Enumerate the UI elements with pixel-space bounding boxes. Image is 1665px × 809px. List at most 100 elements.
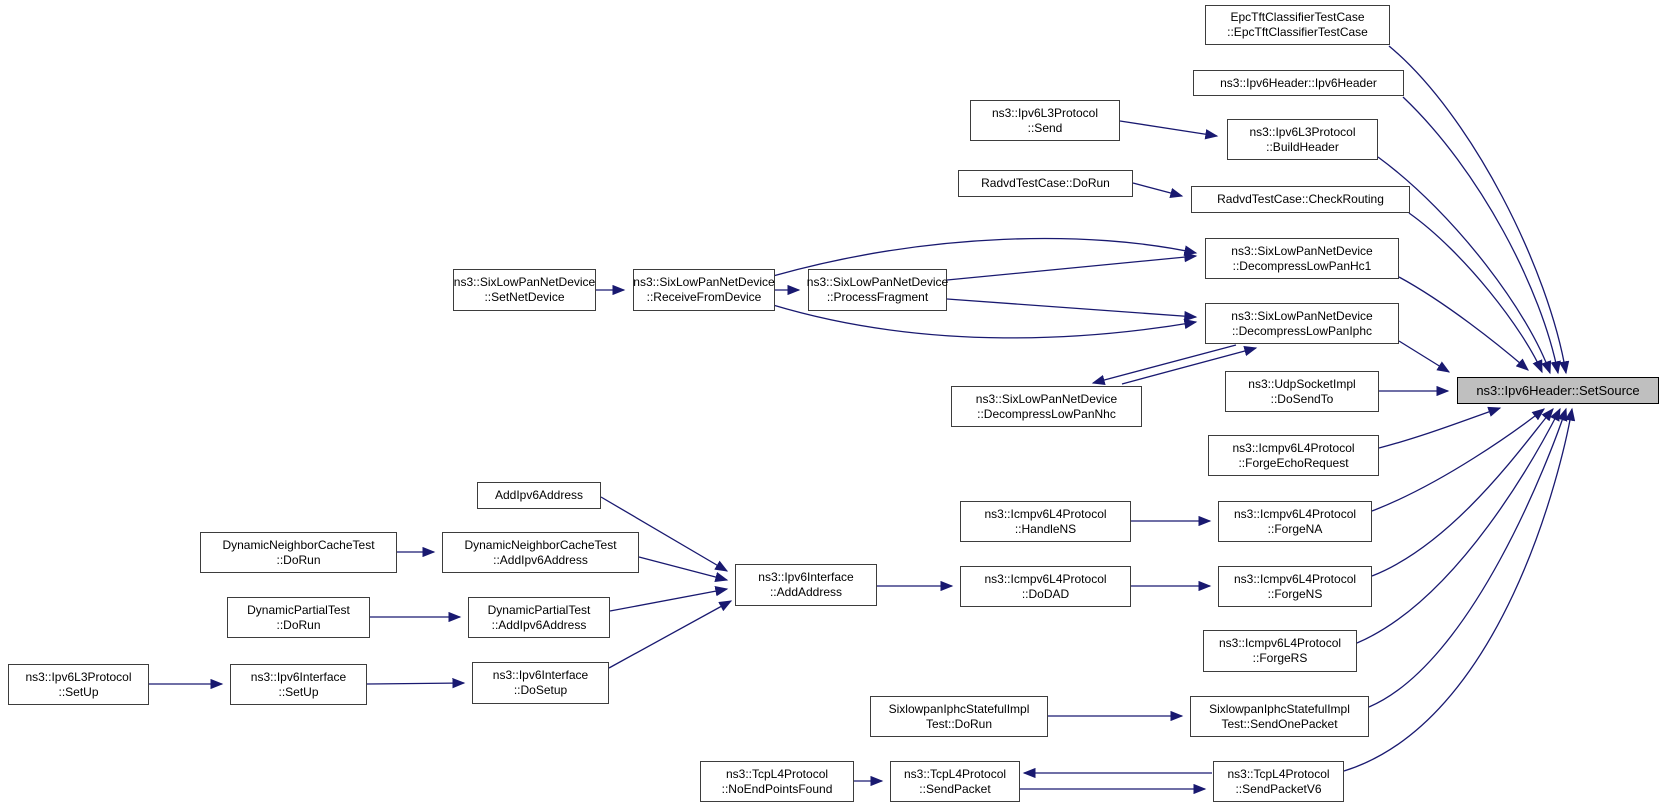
- node-radvd-checkrouting[interactable]: RadvdTestCase::CheckRouting: [1191, 186, 1410, 213]
- node-label-line: ns3::Icmpv6L4Protocol: [984, 506, 1107, 521]
- node-addipv6address[interactable]: AddIpv6Address: [477, 482, 601, 509]
- node-label-line: ::SetUp: [278, 684, 319, 699]
- node-label-line: ::BuildHeader: [1266, 139, 1339, 154]
- node-icmpv6-forgeechorequest[interactable]: ns3::Icmpv6L4Protocol::ForgeEchoRequest: [1208, 435, 1379, 476]
- node-label-line: DynamicNeighborCacheTest: [464, 537, 617, 552]
- node-label-line: ::NoEndPointsFound: [721, 781, 833, 796]
- edge-buildheader-setsource: [1377, 156, 1552, 375]
- node-label-line: ns3::Ipv6L3Protocol: [1249, 124, 1356, 139]
- node-label-line: ::EpcTftClassifierTestCase: [1227, 25, 1368, 39]
- node-label-line: ns3::Ipv6Header::SetSource: [1476, 383, 1640, 398]
- node-label-line: SixlowpanIphcStatefulImpl: [1209, 701, 1350, 716]
- node-label-line: AddIpv6Address: [494, 488, 584, 502]
- node-radvd-dorun[interactable]: RadvdTestCase::DoRun: [958, 170, 1133, 197]
- edge-addipv6address-addaddress: [600, 496, 729, 572]
- edge-forgers-setsource: [1356, 407, 1561, 644]
- node-label-line: ns3::Ipv6Header::Ipv6Header: [1220, 75, 1377, 90]
- node-label-line: RadvdTestCase::CheckRouting: [1217, 192, 1384, 206]
- edge-processfragment-hc1: [946, 251, 1198, 281]
- edge-iphc-nhc: [1091, 344, 1237, 386]
- node-label-line: ns3::Icmpv6L4Protocol: [1233, 571, 1357, 586]
- node-ipv6header-ctor[interactable]: ns3::Ipv6Header::Ipv6Header: [1193, 70, 1404, 96]
- node-label-line: ns3::TcpL4Protocol: [903, 766, 1007, 781]
- node-label-line: ns3::Icmpv6L4Protocol: [1233, 506, 1357, 521]
- node-sixlowpan-decompresslowpannhc[interactable]: ns3::SixLowPanNetDevice::DecompressLowPa…: [951, 386, 1142, 427]
- node-label-line: ns3::Icmpv6L4Protocol: [1232, 440, 1355, 455]
- node-label-line: ns3::TcpL4Protocol: [1227, 766, 1330, 781]
- node-icmpv6-forgens[interactable]: ns3::Icmpv6L4Protocol::ForgeNS: [1218, 566, 1372, 607]
- edge-sendonepacket-setsource: [1368, 407, 1568, 708]
- edge-radvddorun-checkrouting: [1132, 182, 1184, 199]
- node-tcp-sendpacket[interactable]: ns3::TcpL4Protocol::SendPacket: [890, 761, 1020, 802]
- edge-ifsetup-dosetup: [366, 677, 466, 689]
- node-sixlowpan-processfragment[interactable]: ns3::SixLowPanNetDevice::ProcessFragment: [806, 269, 949, 311]
- node-sixlowpan-decompresslowpanhc1[interactable]: ns3::SixLowPanNetDevice::DecompressLowPa…: [1205, 238, 1399, 279]
- node-ipv6interface-dosetup[interactable]: ns3::Ipv6Interface::DoSetup: [472, 662, 609, 704]
- edge-send-buildheader: [1119, 120, 1219, 140]
- edge-checkrouting-setsource: [1408, 212, 1543, 374]
- node-label-line: ::SendPacket: [919, 781, 991, 796]
- node-dnct-dorun[interactable]: DynamicNeighborCacheTest::DoRun: [200, 532, 397, 573]
- node-label-line: ns3::Icmpv6L4Protocol: [984, 571, 1107, 586]
- node-label-line: ns3::SixLowPanNetDevice: [453, 275, 596, 289]
- node-ipv6l3-setup[interactable]: ns3::Ipv6L3Protocol::SetUp: [8, 664, 149, 705]
- node-label-line: ns3::SixLowPanNetDevice: [806, 275, 949, 289]
- node-label-line: ::DoRun: [276, 617, 321, 632]
- node-label-line: ns3::UdpSocketImpl: [1248, 376, 1356, 391]
- node-sixlowpan-receivefromdevice[interactable]: ns3::SixLowPanNetDevice::ReceiveFromDevi…: [633, 269, 775, 311]
- node-label-line: ::ProcessFragment: [826, 290, 929, 304]
- edge-receivefromdevice-hc1: [772, 237, 1198, 277]
- edge-forgena-setsource: [1371, 408, 1546, 512]
- edge-iphc-setsource: [1398, 340, 1451, 373]
- node-label-line: ns3::Ipv6Interface: [492, 668, 589, 682]
- node-label-line: ns3::Icmpv6L4Protocol: [1218, 636, 1342, 650]
- node-label-line: ::ForgeEchoRequest: [1238, 455, 1349, 470]
- node-ipv6l3-send[interactable]: ns3::Ipv6L3Protocol::Send: [970, 100, 1120, 141]
- node-udpsocketimpl-dosendto[interactable]: ns3::UdpSocketImpl::DoSendTo: [1225, 371, 1379, 412]
- node-sixlowpan-setnetdevice[interactable]: ns3::SixLowPanNetDevice::SetNetDevice: [453, 269, 596, 311]
- node-icmpv6-forgena[interactable]: ns3::Icmpv6L4Protocol::ForgeNA: [1218, 501, 1372, 542]
- node-dpt-addipv6address[interactable]: DynamicPartialTest::AddIpv6Address: [468, 597, 610, 638]
- node-label-line: ns3::Ipv6Interface: [250, 669, 347, 684]
- node-icmpv6-dodad[interactable]: ns3::Icmpv6L4Protocol::DoDAD: [960, 566, 1131, 607]
- node-label-line: ns3::TcpL4Protocol: [725, 766, 829, 781]
- node-epc-tft-ctor[interactable]: EpcTftClassifierTestCase::EpcTftClassifi…: [1205, 5, 1390, 45]
- edge-forgeecho-setsource: [1378, 406, 1502, 449]
- node-label-line: RadvdTestCase::DoRun: [981, 176, 1110, 190]
- node-label-line: ::DoSendTo: [1270, 391, 1334, 406]
- node-icmpv6-forgers[interactable]: ns3::Icmpv6L4Protocol::ForgeRS: [1203, 630, 1357, 672]
- node-label-line: Test::DoRun: [925, 716, 993, 731]
- node-label-line: DynamicPartialTest: [247, 602, 350, 617]
- node-dnct-addipv6address[interactable]: DynamicNeighborCacheTest::AddIpv6Address: [442, 532, 639, 573]
- node-label-line: ns3::SixLowPanNetDevice: [1231, 243, 1373, 258]
- node-label-line: ::SendPacketV6: [1235, 781, 1322, 796]
- node-label-line: ::DoSetup: [513, 683, 568, 697]
- node-label-line: EpcTftClassifierTestCase: [1230, 10, 1365, 24]
- node-tcp-noendpointsfound[interactable]: ns3::TcpL4Protocol::NoEndPointsFound: [700, 761, 854, 802]
- node-label-line: ns3::Ipv6L3Protocol: [25, 669, 132, 684]
- node-label-line: ::ForgeNA: [1267, 521, 1323, 536]
- node-label-line: SixlowpanIphcStatefulImpl: [888, 701, 1030, 716]
- node-ipv6l3-buildheader[interactable]: ns3::Ipv6L3Protocol::BuildHeader: [1227, 119, 1378, 160]
- edge-dosetup-addaddress: [608, 600, 733, 669]
- node-label-line: ::DecompressLowPanHc1: [1232, 258, 1372, 273]
- node-label-line: ::Send: [1027, 120, 1063, 135]
- node-sixlowpan-decompresslowpaniphc[interactable]: ns3::SixLowPanNetDevice::DecompressLowPa…: [1205, 303, 1399, 344]
- edge-ipv6headerctor-setsource: [1402, 96, 1561, 375]
- node-icmpv6-handlens[interactable]: ns3::Icmpv6L4Protocol::HandleNS: [960, 501, 1131, 542]
- node-label-line: ::HandleNS: [1014, 521, 1077, 536]
- node-dpt-dorun[interactable]: DynamicPartialTest::DoRun: [227, 597, 370, 638]
- node-label-line: ::ForgeRS: [1252, 651, 1308, 665]
- edge-dnctadd-addaddress: [638, 556, 729, 583]
- node-label-line: ::DecompressLowPanIphc: [1231, 323, 1373, 338]
- node-ipv6interface-addaddress[interactable]: ns3::Ipv6Interface::AddAddress: [735, 564, 877, 606]
- node-ipv6header-setsource-target: ns3::Ipv6Header::SetSource: [1457, 377, 1659, 404]
- edge-nhc-iphc: [1121, 346, 1258, 385]
- node-tcp-sendpacketv6[interactable]: ns3::TcpL4Protocol::SendPacketV6: [1213, 761, 1344, 802]
- node-label-line: ::DecompressLowPanNhc: [977, 406, 1116, 421]
- node-ipv6interface-setup[interactable]: ns3::Ipv6Interface::SetUp: [230, 664, 367, 705]
- node-label-line: ns3::SixLowPanNetDevice: [1231, 308, 1373, 323]
